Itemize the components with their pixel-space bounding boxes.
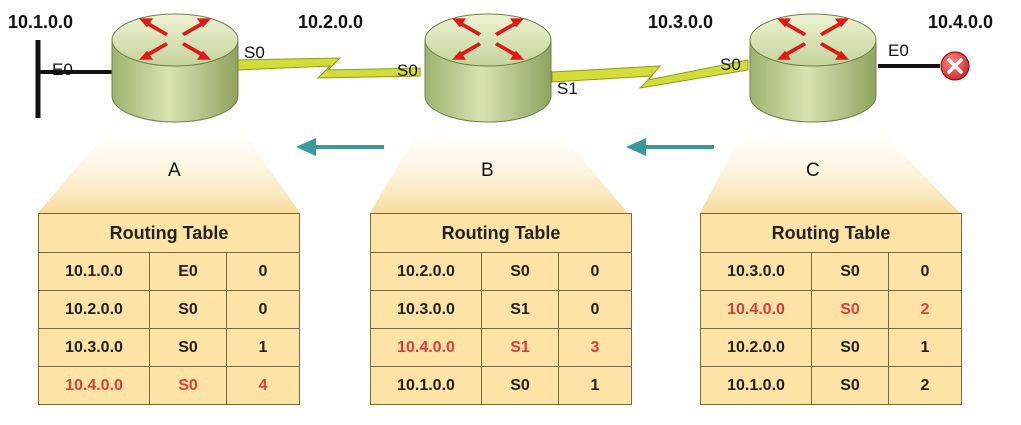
interface-label: S1 (557, 79, 578, 98)
router-b (424, 13, 552, 123)
interface-label: S0 (244, 43, 265, 62)
route-network: 10.3.0.0 (700, 252, 812, 291)
route-interface: S0 (149, 366, 227, 405)
route-hops: 1 (888, 328, 962, 367)
beam-a (38, 128, 300, 213)
interface-label: E0 (52, 60, 73, 79)
route-interface: S0 (149, 328, 227, 367)
route-hops: 0 (226, 252, 300, 291)
router-a (111, 13, 239, 123)
route-interface: S0 (481, 366, 559, 405)
route-interface: S0 (811, 290, 889, 329)
route-hops: 0 (558, 290, 632, 329)
route-network: 10.1.0.0 (38, 252, 150, 291)
routing-table-title: Routing Table (370, 213, 632, 253)
network-label: 10.3.0.0 (648, 12, 713, 32)
router-c (749, 13, 877, 123)
route-hops: 4 (226, 366, 300, 405)
route-interface: S0 (811, 366, 889, 405)
beam-c (700, 128, 960, 213)
route-network: 10.1.0.0 (370, 366, 482, 405)
route-hops: 2 (888, 366, 962, 405)
route-network: 10.2.0.0 (700, 328, 812, 367)
route-network: 10.1.0.0 (700, 366, 812, 405)
route-hops: 0 (888, 252, 962, 291)
route-network: 10.2.0.0 (38, 290, 150, 329)
routing-table-title: Routing Table (38, 213, 300, 253)
route-interface: E0 (149, 252, 227, 291)
arrow-left-icon (626, 138, 714, 156)
route-interface: S1 (481, 290, 559, 329)
route-network: 10.4.0.0 (370, 328, 482, 367)
arrow-left-icon (296, 138, 384, 156)
network-label: 10.4.0.0 (928, 12, 993, 32)
route-network: 10.3.0.0 (370, 290, 482, 329)
network-label: 10.2.0.0 (298, 12, 363, 32)
router-label-b: B (481, 160, 494, 181)
interface-label: E0 (888, 41, 909, 60)
route-network: 10.4.0.0 (38, 366, 150, 405)
route-interface: S0 (811, 328, 889, 367)
route-hops: 3 (558, 328, 632, 367)
route-network: 10.4.0.0 (700, 290, 812, 329)
route-network: 10.2.0.0 (370, 252, 482, 291)
route-hops: 0 (226, 290, 300, 329)
route-hops: 1 (558, 366, 632, 405)
serial-link-ab (237, 57, 421, 79)
interface-label: S0 (397, 61, 418, 80)
network-label: 10.1.0.0 (8, 12, 73, 32)
router-label-a: A (168, 160, 181, 181)
route-hops: 0 (558, 252, 632, 291)
route-network: 10.3.0.0 (38, 328, 150, 367)
route-interface: S0 (811, 252, 889, 291)
route-hops: 1 (226, 328, 300, 367)
route-hops: 2 (888, 290, 962, 329)
route-interface: S1 (481, 328, 559, 367)
routing-table-title: Routing Table (700, 213, 962, 253)
error-x-icon (940, 51, 970, 81)
serial-link-bc (551, 59, 749, 89)
route-interface: S0 (481, 252, 559, 291)
interface-label: S0 (720, 55, 741, 74)
beam-b (370, 128, 628, 213)
router-label-c: C (806, 160, 820, 181)
route-interface: S0 (149, 290, 227, 329)
